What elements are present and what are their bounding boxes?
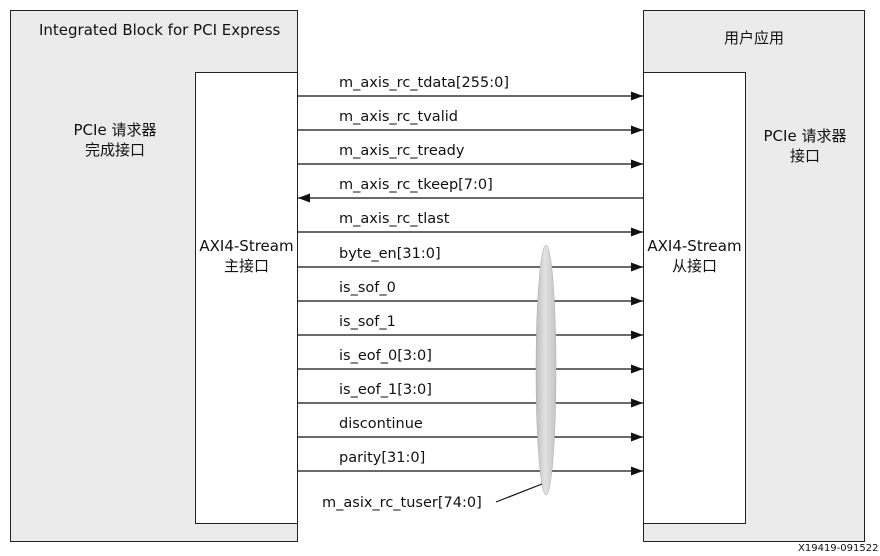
left-interface-label: PCIe 请求器 完成接口 [40,120,190,160]
signal-label: is_eof_1[3:0] [339,382,432,398]
signal-label: is_eof_0[3:0] [339,348,432,364]
user-application-title: 用户应用 [723,29,784,47]
tuser-grouping-ellipse [535,244,557,496]
signal-arrowhead [631,432,643,442]
signal-arrowhead [631,330,643,340]
signal-arrowhead [631,296,643,306]
signal-label: discontinue [339,416,423,432]
signal-label: m_axis_rc_tlast [339,211,450,227]
master-line1: AXI4-Stream [199,237,294,255]
tuser-label: m_asix_rc_tuser[74:0] [322,495,482,511]
signal-label: m_axis_rc_tkeep[7:0] [339,177,493,193]
signal-label: m_axis_rc_tvalid [339,109,458,125]
signal-arrowhead [631,91,643,101]
signal-arrowhead [631,159,643,169]
signal-arrowhead [631,398,643,408]
signal-label: is_sof_0 [339,280,396,296]
tuser-leader-line [495,483,543,503]
master-interface-label: AXI4-Stream 主接口 [195,236,298,276]
right-interface-line1: PCIe 请求器 [763,127,847,145]
signal-arrowhead [298,193,310,203]
left-interface-line1: PCIe 请求器 [73,121,157,139]
signal-label: m_axis_rc_tdata[255:0] [339,75,509,91]
axi4-stream-master-block [195,72,298,524]
right-interface-label: PCIe 请求器 接口 [745,126,865,166]
signal-arrowhead [631,125,643,135]
right-interface-line2: 接口 [789,147,820,165]
axi4-stream-slave-block [643,72,746,524]
signal-label: is_sof_1 [339,314,396,330]
signal-arrowhead [631,364,643,374]
signal-arrowhead [631,227,643,237]
signal-label: byte_en[31:0] [339,246,441,262]
figure-id: X19419-091522 [798,543,879,554]
signal-label: parity[31:0] [339,450,426,466]
integrated-block-title: Integrated Block for PCI Express [39,21,281,39]
slave-line1: AXI4-Stream [647,237,742,255]
master-line2: 主接口 [223,257,269,275]
left-interface-line2: 完成接口 [84,141,145,159]
slave-interface-label: AXI4-Stream 从接口 [643,236,746,276]
signal-label: m_axis_rc_tready [339,143,465,159]
signal-arrowhead [631,466,643,476]
slave-line2: 从接口 [671,257,717,275]
signal-arrowhead [631,262,643,272]
